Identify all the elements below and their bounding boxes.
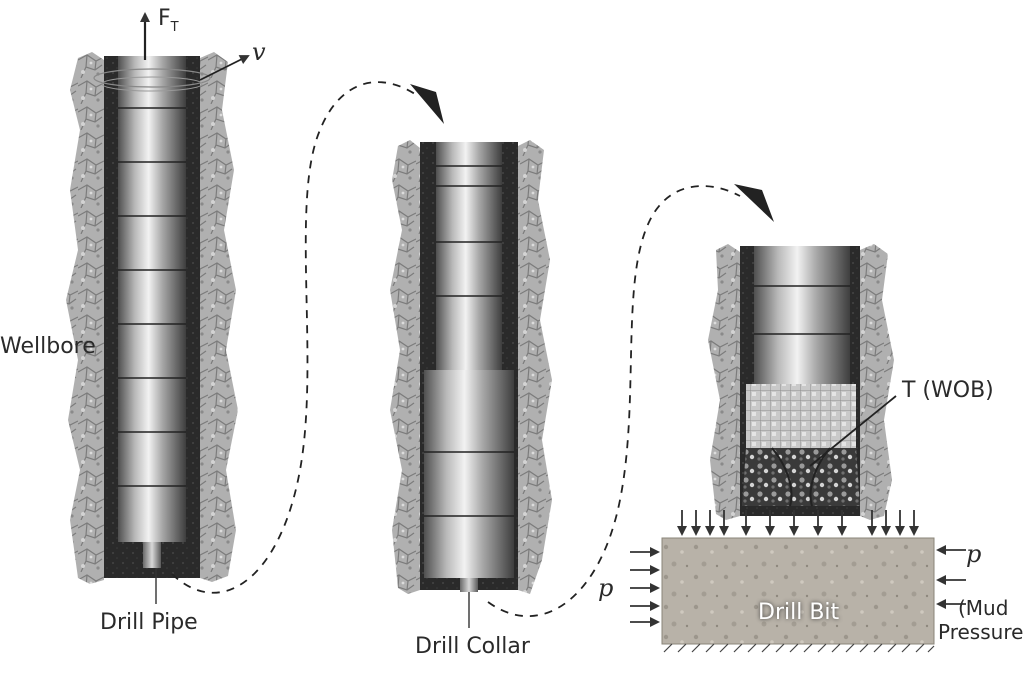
panel-drill-collar [390,140,552,628]
upper-joints [436,165,502,297]
rock-wall-right-2 [518,140,552,594]
velocity-label: v [252,38,266,66]
force-top-label: FT [158,6,179,35]
pipe-stub-1 [143,542,161,568]
drill-collar-body [424,370,514,578]
mud-pressure-label-2: Pressure [938,620,1024,644]
drill-pipe-lower [754,246,850,386]
rotation-ring-2 [101,76,203,92]
pressure-right-label: p [966,540,982,568]
panel-drill-bit [630,244,966,653]
velocity-arrow [199,55,250,81]
drill-collar-label: Drill Collar [415,634,530,659]
drill-bit-label: Drill Bit [758,600,840,625]
rock-wall-right-3 [860,244,894,520]
wob-leader [809,395,897,467]
connector-collar-to-bit [487,185,741,618]
bit-tooth-left [771,447,793,507]
connector-head-1 [410,84,444,124]
collar-joints [424,451,514,517]
connector-pipe-to-collar [171,81,419,594]
drill-pipe-upper [436,142,502,372]
mud-pressure-label-1: (Mud [958,596,1009,620]
load-arrows-top [677,510,919,536]
ground-hatch [663,643,935,653]
rotation-ring [93,68,211,88]
rock-block [661,537,935,645]
drill-pipe-body [118,56,186,542]
rock-wall-left-1 [66,52,104,584]
bit-mesh-body [746,384,856,448]
collar-stub [460,578,478,592]
pressure-arrows-left [630,547,660,627]
connector-head-2 [734,184,774,222]
wob-label: T (WOB) [902,378,994,403]
pressure-left-label: p [598,574,614,602]
wellbore-label: Wellbore [0,334,96,359]
pipe-joints [118,107,186,487]
drill-pipe-label: Drill Pipe [100,610,198,635]
pressure-arrows-right [936,545,966,609]
rock-wall-left-3 [708,244,740,520]
rock-wall-left-2 [390,140,420,594]
panel-drill-pipe [66,12,250,604]
lower-joints [754,285,850,335]
rock-wall-right-1 [200,52,238,582]
bit-cutters [742,448,860,506]
